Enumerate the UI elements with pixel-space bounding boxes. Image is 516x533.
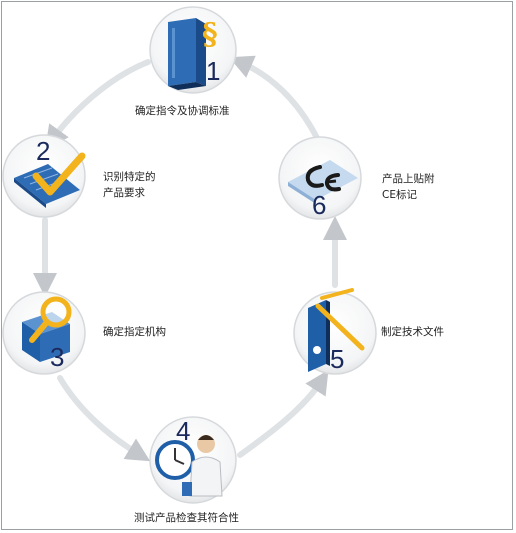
step-4-label: 测试产品检查其符合性 [134,512,239,524]
step-5-label: 制定技术文件 [381,326,444,338]
arrow-3-to-4 [57,375,151,462]
folder-ruler-icon [308,288,365,372]
cycle-arrows [33,55,347,462]
paragraph-symbol-icon: § [202,17,218,52]
step-4-number: 4 [176,416,190,446]
magnifier-box-icon [22,296,72,362]
step-4-node: 4 [149,416,237,504]
step-1-node: § 1 [149,6,237,94]
checkmark-document-icon [14,152,86,208]
step-5-number: 5 [330,344,344,374]
step-2-node: 2 [2,134,86,218]
step-1-number: 1 [206,56,220,86]
law-book-icon [168,18,206,90]
arrow-6-to-1 [228,55,321,143]
arrow-1-to-2 [45,59,151,150]
step-6-number: 6 [312,190,326,220]
lab-technician-clock-icon [155,435,223,497]
step-6-label-line1: 产品上贴附 [382,173,435,185]
ce-mark-icon [288,160,358,204]
step-5-node: 5 [293,288,377,375]
step-2-label-line2: 产品要求 [103,187,145,199]
step-3-number: 3 [50,342,64,372]
step-1-label: 确定指令及协调标准 [135,105,230,117]
step-3-node: 3 [2,291,86,375]
arrow-4-to-5 [237,369,329,458]
step-2-number: 2 [36,136,50,166]
step-6-node: 6 [278,136,362,220]
step-6-label-line2: CE标记 [382,189,417,201]
step-3-label: 确定指定机构 [103,326,166,338]
step-2-label-line1: 识别特定的 [103,171,156,183]
